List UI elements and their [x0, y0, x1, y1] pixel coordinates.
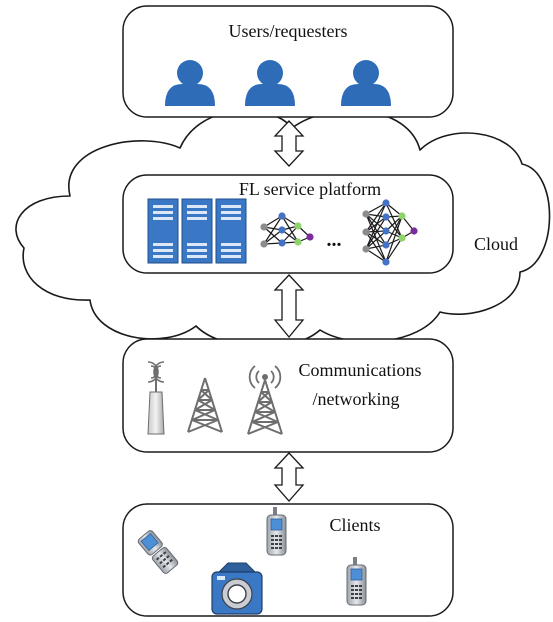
server-rack-icon — [181, 198, 213, 264]
camera-icon — [211, 562, 263, 615]
network-panel-subtitle: /networking — [313, 389, 400, 409]
neural-network-icon — [362, 199, 418, 266]
fl-platform-title: FL service platform — [239, 179, 381, 199]
network-panel-title: Communications — [299, 360, 422, 380]
neural-network-icon — [260, 212, 314, 248]
cloud-label: Cloud — [474, 234, 518, 254]
bidirectional-arrow-platform-network — [273, 274, 305, 339]
broadcast-tower-icon — [247, 365, 283, 435]
clients-panel-title: Clients — [329, 515, 380, 535]
ellipsis-label: ... — [327, 229, 342, 251]
wireless-antenna-icon — [147, 361, 165, 435]
server-rack-icon — [147, 198, 179, 264]
bidirectional-arrow-network-clients — [273, 452, 305, 502]
clients-panel — [122, 503, 454, 617]
bidirectional-arrow-users-platform — [273, 120, 305, 167]
flip-phone-icon — [137, 530, 179, 574]
server-rack-icon — [215, 198, 247, 264]
users-panel-title: Users/requesters — [229, 21, 348, 41]
network-panel — [122, 338, 454, 453]
